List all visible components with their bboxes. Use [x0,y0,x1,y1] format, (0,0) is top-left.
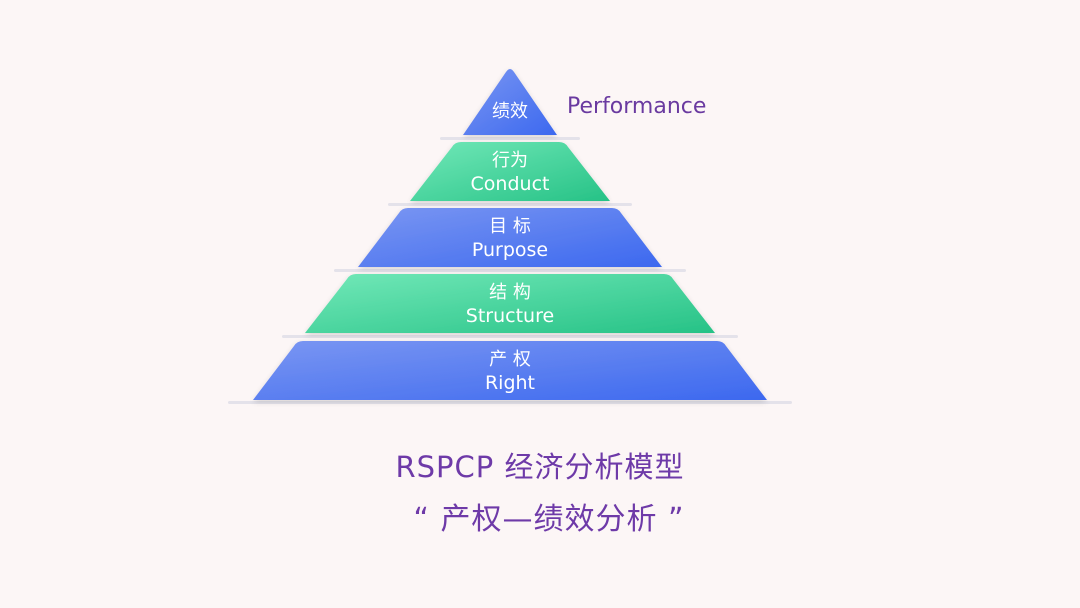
performance-label: Performance [567,94,706,119]
tier-shape-blue [463,69,557,135]
tier-label-en: Right [485,372,535,394]
tier-label-zh: 行为 [492,150,528,171]
tier-shelf [334,269,686,272]
tier-shape-blue [253,341,767,400]
model-subtitle: “ 产权—绩效分析 ” [413,502,685,537]
tier-shelf [282,335,738,338]
tier-shape-blue [358,208,662,267]
tier-label-en: Structure [466,305,554,327]
pyramid-tier: 绩效 Performance [463,69,706,135]
tier-shelf [440,137,580,140]
tier-label-en: Conduct [471,173,550,195]
tier-label-zh: 结 构 [489,282,531,303]
tier-label-zh: 产 权 [489,349,531,370]
tier-label-zh: 目 标 [489,216,531,237]
model-title: RSPCP 经济分析模型 [395,450,685,484]
tier-shelf [228,401,792,404]
tier-label-zh: 绩效 [492,101,528,122]
tier-shelf [388,203,632,206]
tier-shape-green [410,142,610,201]
tier-shape-green [305,274,715,333]
tier-label-en: Purpose [472,239,548,261]
